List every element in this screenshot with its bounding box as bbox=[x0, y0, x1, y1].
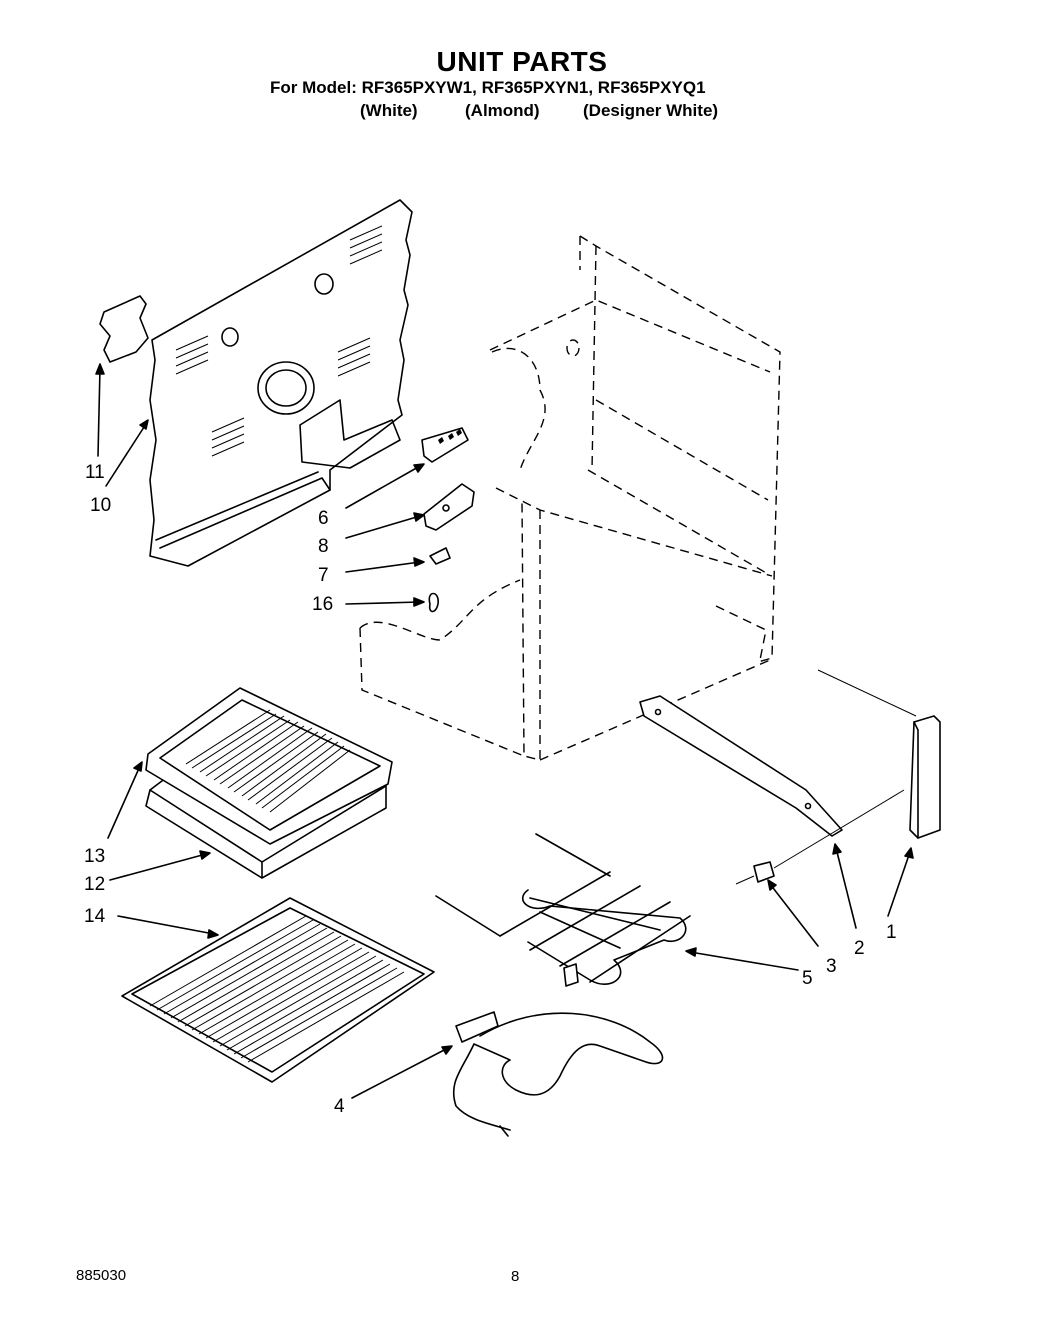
callout-1: 1 bbox=[886, 922, 897, 943]
document-number: 885030 bbox=[76, 1267, 127, 1284]
page-title: UNIT PARTS bbox=[436, 46, 608, 77]
callout-10: 10 bbox=[90, 495, 112, 516]
callout-14: 14 bbox=[84, 906, 106, 927]
grommet bbox=[428, 592, 439, 613]
page-number: 8 bbox=[511, 1268, 520, 1285]
cabinet-outline bbox=[359, 235, 781, 761]
rear-panel bbox=[149, 199, 413, 567]
color-almond: (Almond) bbox=[465, 101, 540, 120]
clip bbox=[429, 547, 451, 565]
callout-6: 6 bbox=[318, 508, 329, 529]
callout-5: 5 bbox=[802, 968, 813, 989]
gasket bbox=[99, 295, 149, 363]
callout-11: 11 bbox=[85, 462, 105, 483]
callout-13: 13 bbox=[84, 846, 106, 867]
broil-element bbox=[435, 833, 691, 987]
model-numbers: For Model: RF365PXYW1, RF365PXYN1, RF365… bbox=[270, 78, 706, 97]
trim-clip bbox=[735, 789, 905, 885]
leader-lines bbox=[95, 363, 914, 1099]
terminal-block bbox=[421, 427, 469, 463]
callout-4: 4 bbox=[334, 1096, 345, 1117]
callout-3: 3 bbox=[826, 956, 837, 977]
callout-8: 8 bbox=[318, 536, 329, 557]
color-white: (White) bbox=[360, 101, 418, 120]
oven-rack bbox=[121, 897, 435, 1083]
callout-16: 16 bbox=[312, 594, 334, 615]
end-cap bbox=[909, 715, 941, 839]
side-trim bbox=[639, 695, 843, 837]
callout-7: 7 bbox=[318, 565, 329, 586]
broiler-grid bbox=[145, 687, 393, 845]
color-designer-white: (Designer White) bbox=[583, 101, 719, 120]
bracket bbox=[423, 483, 475, 531]
bake-element bbox=[452, 1011, 664, 1137]
callout-2: 2 bbox=[854, 938, 865, 959]
callout-12: 12 bbox=[84, 874, 106, 895]
